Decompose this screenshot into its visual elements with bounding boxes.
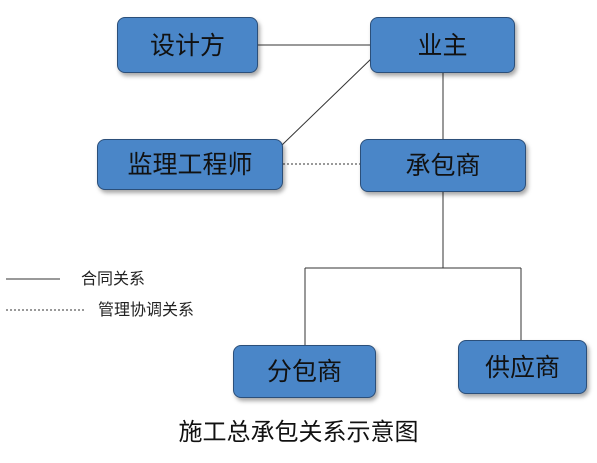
- edge-supervisor-owner: [281, 57, 373, 146]
- node-owner: 业主: [370, 17, 515, 73]
- node-designer-label: 设计方: [149, 30, 225, 60]
- node-supervisor-label: 监理工程师: [127, 150, 253, 179]
- node-supervisor: 监理工程师: [97, 139, 283, 190]
- node-contractor-label: 承包商: [405, 151, 481, 180]
- node-contractor: 承包商: [360, 139, 526, 192]
- node-subcontractor: 分包商: [233, 345, 376, 398]
- legend-management-label: 管理协调关系: [98, 300, 195, 319]
- node-owner-label: 业主: [417, 30, 468, 60]
- node-designer: 设计方: [117, 17, 258, 73]
- node-supplier-label: 供应商: [484, 352, 560, 382]
- node-subcontractor-label: 分包商: [266, 357, 342, 386]
- diagram-caption: 施工总承包关系示意图: [178, 418, 419, 446]
- legend-contract-label: 合同关系: [81, 269, 146, 288]
- node-supplier: 供应商: [458, 340, 587, 394]
